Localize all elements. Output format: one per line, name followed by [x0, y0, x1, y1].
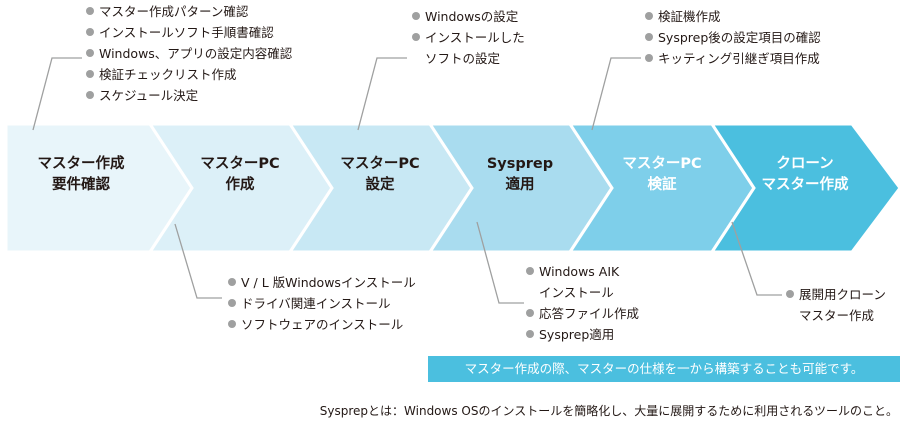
footnote: Sysprepとは：Windows OSのインストールを簡略化し、大量に展開する… — [319, 404, 898, 418]
note-text: Sysprep後の設定項目の確認 — [658, 30, 821, 45]
note-text: キッティング引継ぎ項目作成 — [658, 51, 820, 66]
step-5-line1: マスターPC — [622, 156, 702, 172]
list-item: スケジュール決定 — [86, 85, 292, 106]
note-text: スケジュール決定 — [99, 88, 199, 103]
info-banner: マスター作成の際、マスターの仕様を一から構築することも可能です。 — [428, 356, 900, 382]
list-item: Sysprep後の設定項目の確認 — [645, 27, 821, 48]
bullet-icon — [228, 299, 236, 307]
note-text: ドライバ関連インストール — [241, 296, 391, 311]
note-text: インストールソフト手順書確認 — [99, 25, 274, 40]
bullet-icon — [786, 290, 794, 298]
step-2-line1: マスターPC — [200, 156, 280, 172]
list-item: ドライバ関連インストール — [228, 293, 416, 314]
step-2-notes: V / L 版Windowsインストール ドライバ関連インストール ソフトウェア… — [228, 272, 416, 335]
list-item: 検証チェックリスト作成 — [86, 64, 292, 85]
bullet-icon — [645, 12, 653, 20]
step-4-notes: Windows AIK インストール 応答ファイル作成 Sysprep適用 — [526, 261, 639, 345]
step-1-notes: マスター作成パターン確認 インストールソフト手順書確認 Windows、アプリの… — [86, 1, 292, 106]
step-3-notes: Windowsの設定 インストールした ソフトの設定 — [412, 6, 525, 69]
note-text: Sysprep適用 — [539, 327, 615, 342]
bullet-icon — [86, 28, 94, 36]
note-text: V / L 版Windowsインストール — [241, 275, 416, 290]
note-text-continued: インストール — [539, 285, 614, 300]
step-4-line1: Sysprep — [486, 156, 554, 172]
note-text-continued: マスター作成 — [799, 308, 875, 323]
note-text: 応答ファイル作成 — [539, 306, 640, 321]
step-6-notes: 展開用クローン マスター作成 — [786, 284, 886, 326]
note-text: マスター作成パターン確認 — [99, 4, 249, 19]
list-item: Windows、アプリの設定内容確認 — [86, 43, 292, 64]
step-5-line2: 検証 — [647, 177, 677, 193]
step-3-label: マスターPC 設定 — [310, 152, 450, 198]
list-item: 応答ファイル作成 — [526, 303, 639, 324]
bullet-icon — [86, 49, 94, 57]
bullet-icon — [526, 330, 534, 338]
list-item: インストールソフト手順書確認 — [86, 22, 292, 43]
note-text: Windows AIK — [539, 264, 620, 279]
step-1-line1: マスター作成 — [37, 156, 125, 172]
step-5-label: マスターPC 検証 — [592, 152, 732, 198]
list-item: キッティング引継ぎ項目作成 — [645, 48, 821, 69]
list-item: Sysprep適用 — [526, 324, 639, 345]
list-item: インストールした ソフトの設定 — [412, 27, 525, 69]
list-item: 検証機作成 — [645, 6, 821, 27]
note-text: 検証チェックリスト作成 — [99, 67, 237, 82]
step-2-line2: 作成 — [225, 177, 255, 193]
bullet-icon — [526, 309, 534, 317]
note-text-continued: ソフトの設定 — [425, 51, 501, 66]
note-text: ソフトウェアのインストール — [241, 317, 404, 332]
bullet-icon — [412, 33, 420, 41]
note-text: 検証機作成 — [658, 9, 721, 24]
bullet-icon — [86, 7, 94, 15]
bullet-icon — [412, 12, 420, 20]
step-6-shape — [709, 122, 902, 254]
step-4-label: Sysprep 適用 — [450, 152, 590, 198]
step-6-line2: マスター作成 — [761, 177, 849, 193]
bullet-icon — [645, 33, 653, 41]
list-item: Windowsの設定 — [412, 6, 525, 27]
note-text: インストールした — [425, 30, 525, 45]
bullet-icon — [526, 267, 534, 275]
list-item: Windows AIK インストール — [526, 261, 639, 303]
step-1-label: マスター作成 要件確認 — [6, 152, 156, 198]
note-text: 展開用クローン — [799, 287, 886, 302]
step-6-label: クローン マスター作成 — [735, 152, 875, 198]
step-3-line1: マスターPC — [340, 156, 420, 172]
bullet-icon — [228, 320, 236, 328]
step-3-line2: 設定 — [365, 177, 395, 193]
bullet-icon — [645, 54, 653, 62]
list-item: 展開用クローン マスター作成 — [786, 284, 886, 326]
bullet-icon — [86, 70, 94, 78]
list-item: ソフトウェアのインストール — [228, 314, 416, 335]
step-6-line1: クローン — [776, 156, 834, 172]
note-text: Windows、アプリの設定内容確認 — [99, 46, 293, 61]
note-text: Windowsの設定 — [425, 9, 519, 24]
bullet-icon — [86, 91, 94, 99]
step-2-label: マスターPC 作成 — [170, 152, 310, 198]
step-1-line2: 要件確認 — [52, 177, 110, 193]
bullet-icon — [228, 278, 236, 286]
step-5-notes: 検証機作成 Sysprep後の設定項目の確認 キッティング引継ぎ項目作成 — [645, 6, 821, 69]
list-item: V / L 版Windowsインストール — [228, 272, 416, 293]
list-item: マスター作成パターン確認 — [86, 1, 292, 22]
step-4-line2: 適用 — [505, 177, 535, 193]
